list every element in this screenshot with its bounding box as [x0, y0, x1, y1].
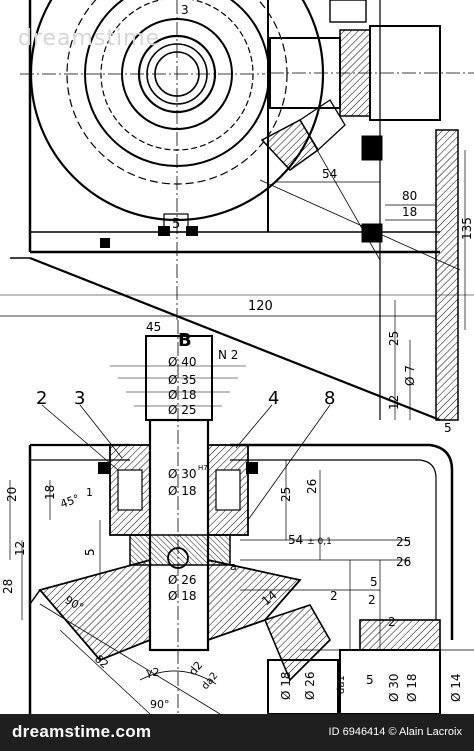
label-dim-5-bot: 5 — [366, 673, 374, 687]
label-angle-90b: 90° — [150, 698, 170, 711]
projection-lines — [0, 256, 474, 422]
watermark: dreamstime — [18, 26, 161, 51]
label-phi-7: Ø 7 — [403, 365, 417, 386]
label-dim-18: 18 — [402, 205, 417, 219]
label-dim-54-tol: 54 ± 0,1 — [288, 533, 332, 547]
label-phi-25: Ø 25 — [168, 403, 197, 417]
label-d2: d2 — [186, 659, 205, 678]
label-angle-45: 45° — [59, 492, 82, 511]
label-phi-26: Ø 26 — [168, 573, 197, 587]
label-dim-45: 45 — [146, 320, 161, 334]
label-phi-30: Ø 30 — [168, 467, 197, 481]
label-dim-25-lower: 25 — [396, 535, 411, 549]
label-top-3: 3 — [181, 3, 189, 17]
label-phi-40: Ø 40 — [168, 355, 197, 369]
label-top-5: 5 — [172, 217, 180, 232]
label-dim-12-left: 12 — [13, 541, 27, 556]
label-dim-54: 54 — [322, 167, 337, 181]
label-phi-35: Ø 35 — [168, 373, 197, 387]
label-dim-5-low: 5 — [370, 575, 378, 589]
label-phi-18-bot: Ø 18 — [279, 671, 293, 700]
section-view — [9, 320, 474, 714]
label-part-3: 3 — [74, 388, 85, 409]
label-dim-25-mid: 25 — [279, 487, 293, 502]
label-dim-25-right: 25 — [387, 331, 401, 346]
label-dim-2c: 2 — [388, 615, 396, 629]
label-dim-80: 80 — [402, 189, 417, 203]
label-da2: da2 — [200, 670, 221, 692]
image-credit: ID 6946414 © Alain Lacroix — [328, 726, 462, 738]
technical-drawing: 3 5 54 80 18 135 120 45 B N 2 Ø 40 Ø 35 … — [0, 0, 474, 714]
label-phi-14: Ø 14 — [449, 673, 463, 702]
label-dim-5-left: 5 — [83, 548, 97, 556]
label-phi-18: Ø 18 — [168, 388, 197, 402]
label-phi-26-bot: Ø 26 — [303, 671, 317, 700]
label-da1: da1 — [336, 675, 347, 694]
label-dim-120: 120 — [248, 299, 273, 314]
label-dim-5-right: 5 — [444, 421, 452, 435]
label-part-2: 2 — [36, 388, 47, 409]
label-dim-26-lower: 26 — [396, 555, 411, 569]
label-n2: N 2 — [218, 348, 238, 362]
label-dim-18-left: 18 — [43, 485, 57, 500]
label-view-B: B — [178, 330, 192, 351]
footer-bar: dreamstime.com ID 6946414 © Alain Lacroi… — [0, 714, 474, 751]
site-logo[interactable]: dreamstime.com — [12, 722, 152, 741]
label-phi-18f: Ø 18 — [168, 589, 197, 603]
label-dim-2b: 2 — [368, 593, 376, 607]
label-dim-30: Ø 30 — [387, 673, 401, 702]
label-dim-26: 26 — [305, 479, 319, 494]
label-fit-h7: H7 — [198, 464, 208, 472]
label-dim-1: 1 — [86, 486, 93, 499]
top-view — [20, 0, 474, 421]
dimension-labels: 3 5 54 80 18 135 120 45 B N 2 Ø 40 Ø 35 … — [1, 3, 474, 711]
label-phi-18h: Ø 18 — [168, 484, 197, 498]
label-dim-28: 28 — [1, 579, 15, 594]
label-part-8: 8 — [324, 388, 335, 409]
label-dim-12: 12 — [387, 395, 401, 410]
label-gamma2: γ2 — [146, 666, 160, 679]
label-dim-a: a — [230, 560, 237, 573]
label-part-4: 4 — [268, 388, 279, 409]
label-dim-2a: 2 — [330, 589, 338, 603]
label-dim-20: 20 — [5, 487, 19, 502]
label-dim-135: 135 — [460, 217, 474, 240]
label-dim-18-bot: Ø 18 — [405, 673, 419, 702]
